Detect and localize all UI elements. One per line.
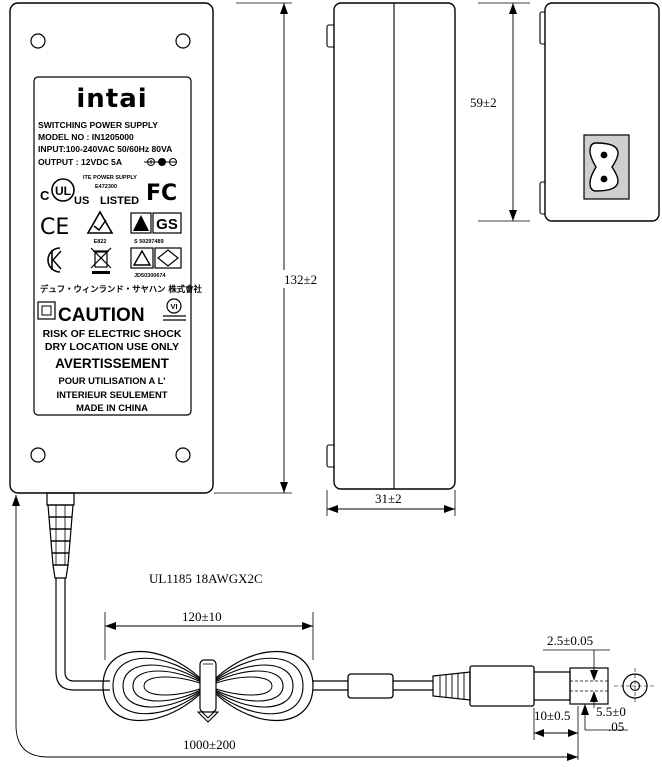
avertissement-heading: AVERTISSEMENT	[55, 356, 170, 371]
label-line-input: INPUT:100-240VAC 50/60Hz 80VA	[38, 144, 172, 154]
thickness-dimension: 31±2	[326, 490, 456, 516]
total-length-dimension: 1000±200	[12, 495, 578, 761]
mount-hole-icon	[175, 447, 191, 463]
efficiency-vi-mark: VI	[163, 298, 186, 321]
label-line-output: OUTPUT : 12VDC 5A	[38, 157, 122, 167]
rcm-number: E822	[94, 239, 107, 245]
gs-mark-icon: GS S 50297489	[130, 212, 182, 245]
mount-hole-icon	[175, 33, 191, 49]
svg-text:LISTED: LISTED	[100, 195, 139, 207]
mount-hole-icon	[30, 447, 46, 463]
rating-label-border	[33, 76, 192, 416]
coil-length-label: 120±10	[182, 609, 222, 624]
dc-cable	[55, 578, 433, 691]
plug-outer-dimension-suffix: .05	[608, 719, 624, 734]
adapter-side-view	[326, 2, 456, 490]
svg-text:VI: VI	[170, 302, 177, 311]
japanese-maker-line: デュフ・ウィンランド・サヤハン 株式會社	[40, 284, 202, 294]
polarity-icon	[144, 158, 177, 166]
adapter-front-view	[9, 2, 214, 494]
adapter-body-outline	[9, 2, 214, 494]
warning-line-shock: RISK OF ELECTRIC SHOCK	[43, 328, 182, 340]
inlet-height-dimension: 59±2	[470, 2, 530, 222]
height-dimension: 132±2	[214, 2, 332, 494]
gs-number: S 50297489	[134, 239, 164, 245]
height-dimension-label: 132±2	[284, 272, 317, 287]
pse-number: JD50300674	[134, 273, 166, 279]
warning-line-dry: DRY LOCATION USE ONLY	[45, 341, 179, 353]
rating-label: intai SWITCHING POWER SUPPLY MODEL NO : …	[33, 76, 202, 416]
double-insulation-icon	[37, 301, 56, 320]
plug-inner-dimension: 2.5±0.05	[543, 633, 610, 708]
cable-tie-icon	[196, 659, 220, 723]
ul-listed-mark: UL C US ITE POWER SUPPLY E472300 LISTED	[40, 175, 139, 207]
cable-spec-label: UL1185 18AWGX2C	[149, 571, 263, 586]
plug-inner-dimension-label: 2.5±0.05	[547, 633, 593, 648]
svg-text:C: C	[40, 188, 50, 203]
brand-logo: intai	[76, 84, 147, 114]
pse-mark-icon: JD50300674	[130, 247, 182, 279]
label-line-title: SWITCHING POWER SUPPLY	[38, 120, 158, 130]
inlet-height-dimension-label: 59±2	[470, 95, 497, 110]
svg-text:E472300: E472300	[95, 184, 117, 190]
iec-c8-inlet-icon	[583, 134, 630, 200]
svg-text:US: US	[74, 195, 89, 207]
ferrite-core	[347, 673, 394, 699]
dc-plug	[432, 665, 656, 707]
french-line-2: INTERIEUR SEULEMENT	[57, 389, 168, 400]
cable-coil	[102, 650, 314, 723]
mount-hole-icon	[30, 33, 46, 49]
plug-outer-dimension-label: 5.5±0	[596, 704, 626, 719]
plug-end-view-icon	[614, 668, 656, 704]
rcm-mark-icon: E822	[86, 210, 114, 245]
adapter-end-view	[539, 2, 660, 222]
made-in-line: MADE IN CHINA	[76, 402, 148, 413]
caution-heading: CAUTION	[58, 305, 145, 326]
thickness-dimension-label: 31±2	[375, 491, 402, 506]
plug-length-label: 10±0.5	[534, 708, 570, 723]
svg-text:ITE POWER SUPPLY: ITE POWER SUPPLY	[83, 175, 137, 181]
total-length-label: 1000±200	[183, 737, 236, 752]
fcc-mark: FC	[146, 181, 177, 206]
kc-mark-icon	[47, 247, 62, 273]
coil-length-dimension: 120±10	[104, 609, 314, 660]
plug-outer-dimension: 5.5±0 .05	[581, 704, 628, 734]
weee-bin-icon	[90, 247, 112, 274]
strain-relief	[46, 492, 75, 579]
label-line-model: MODEL NO : IN1205000	[38, 132, 134, 142]
french-line-1: POUR UTILISATION A L'	[58, 375, 165, 386]
ce-mark: CE	[40, 215, 69, 240]
plug-length-dimension: 10±0.5	[533, 706, 579, 760]
svg-text:GS: GS	[156, 216, 178, 233]
end-view-outline	[544, 2, 660, 222]
svg-text:UL: UL	[55, 184, 71, 198]
